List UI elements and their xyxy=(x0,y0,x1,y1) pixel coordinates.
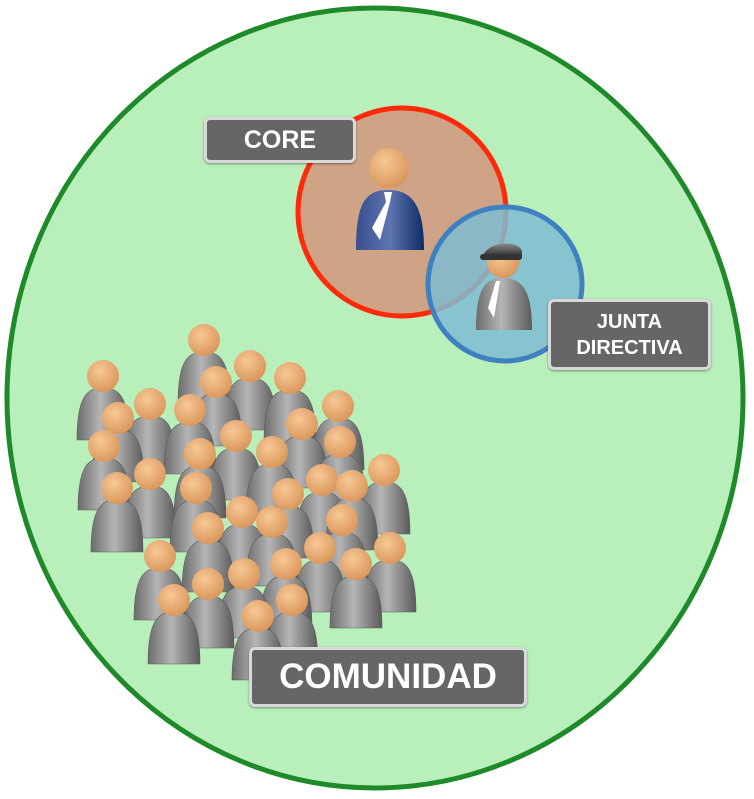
community-circle xyxy=(4,5,746,791)
crowd-icon xyxy=(76,324,417,681)
junta-directiva-label: JUNTA DIRECTIVA xyxy=(548,299,711,370)
core-label-text: CORE xyxy=(243,125,317,154)
junta-label-line1: JUNTA xyxy=(596,310,663,333)
crowd-person-icon xyxy=(147,584,201,665)
business-person-icon xyxy=(356,148,424,250)
comunidad-label-text: COMUNIDAD xyxy=(279,657,497,696)
core-label: CORE xyxy=(204,117,356,163)
crowd-person-icon xyxy=(329,548,383,629)
comunidad-label: COMUNIDAD xyxy=(249,647,527,707)
junta-label-line2: DIRECTIVA xyxy=(576,336,683,359)
capped-person-icon xyxy=(476,243,532,330)
crowd-person-icon xyxy=(90,472,144,553)
